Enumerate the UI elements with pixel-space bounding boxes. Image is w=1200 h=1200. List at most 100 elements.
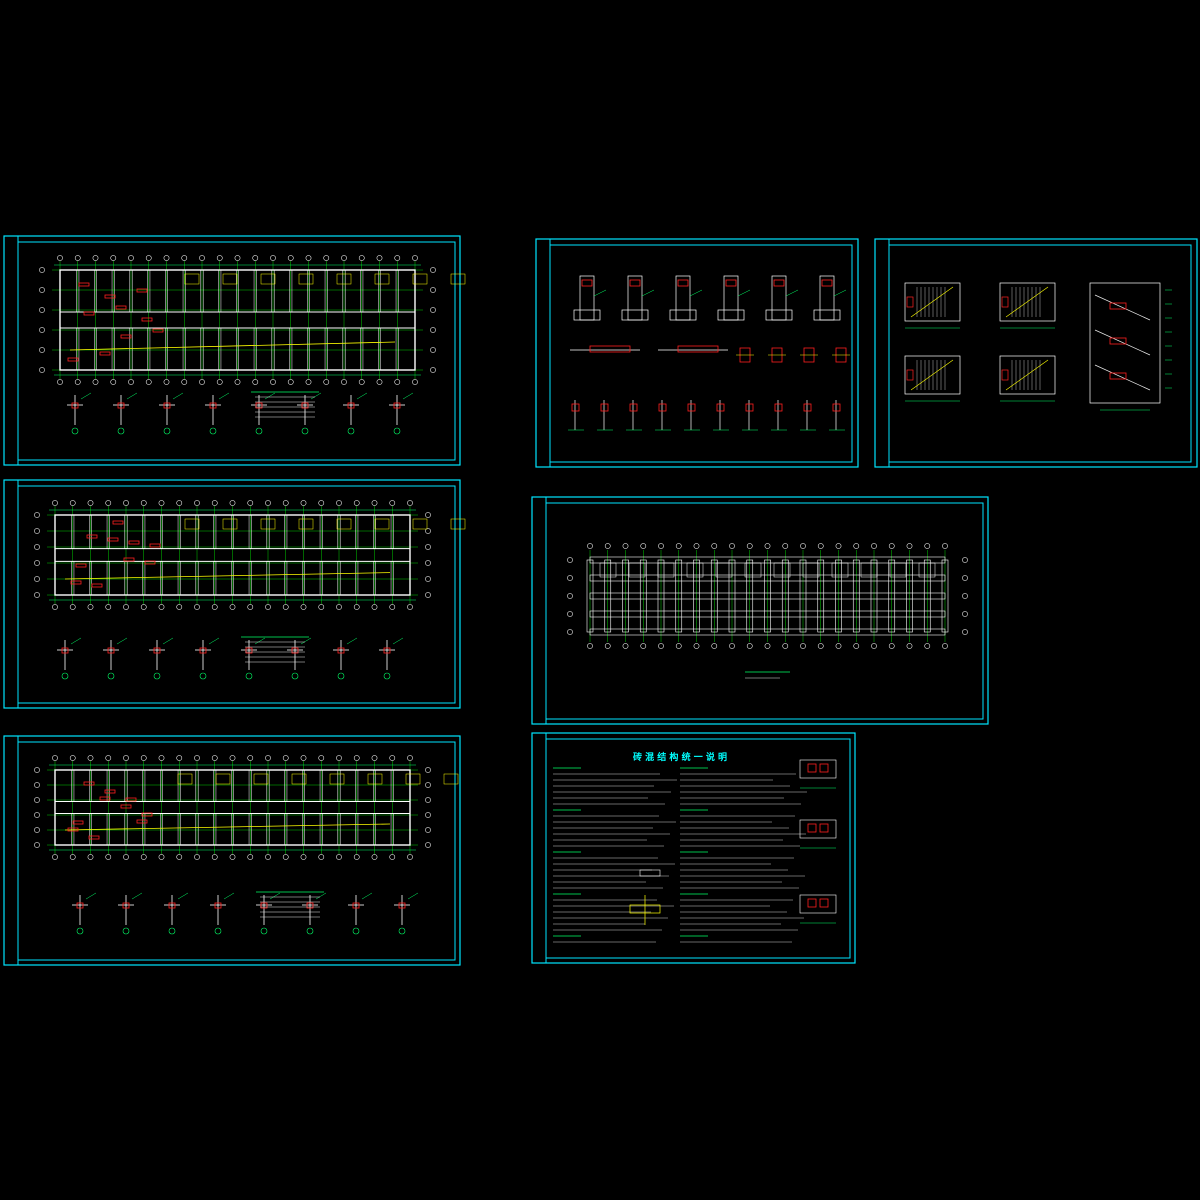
- detail-callout: [168, 927, 176, 935]
- detail-rebar: [245, 647, 253, 654]
- sheet-floor-plan-3[interactable]: [3, 735, 461, 966]
- detail-leader: [131, 892, 143, 900]
- axis-bubble-bottom: [835, 643, 842, 649]
- notes-body: [553, 759, 837, 943]
- axis-bubble-left: [39, 347, 45, 353]
- detail-callout: [291, 672, 299, 680]
- sheet-section-details[interactable]: [535, 238, 859, 468]
- stair-flight: [1094, 364, 1151, 391]
- axis-bubble-left: [567, 557, 573, 563]
- detail-leader: [356, 392, 368, 400]
- notes-detail: [799, 759, 837, 779]
- opening-mark: [336, 518, 352, 530]
- opening-mark: [253, 773, 269, 785]
- footing-step: [657, 562, 675, 578]
- footing-step: [831, 562, 849, 578]
- axis-bubble-right: [425, 544, 431, 550]
- axis-bubble-bottom: [341, 379, 347, 385]
- detail-rebar: [745, 403, 754, 412]
- sheet-stair-details[interactable]: [874, 238, 1198, 468]
- strip-footing: [589, 592, 946, 600]
- title-strip: [531, 496, 547, 725]
- notes-sketch: [639, 869, 661, 877]
- axis-bubble-bottom: [87, 854, 94, 860]
- detail-leader: [85, 892, 97, 900]
- axis-bubble-top: [318, 755, 325, 761]
- detail-leader: [172, 392, 184, 400]
- axis-bubble-right: [425, 842, 431, 848]
- axis-bubble-top: [247, 755, 254, 761]
- strip-footing: [693, 559, 700, 633]
- axis-bubble-top: [287, 255, 294, 261]
- axis-bubble-left: [34, 544, 40, 550]
- axis-bubble-top: [69, 500, 76, 506]
- detail-rebar: [163, 402, 171, 409]
- axis-bubble-bottom: [176, 604, 183, 610]
- axis-bubble-bottom: [69, 854, 76, 860]
- axis-bubble-top: [140, 500, 147, 506]
- stair-rebar: [1109, 372, 1127, 380]
- axis-bubble-bottom: [199, 379, 205, 385]
- axis-bubble-bottom: [110, 379, 117, 385]
- axis-bubble-right: [425, 576, 431, 582]
- axis-bubble-top: [389, 500, 396, 506]
- axis-bubble-right: [425, 812, 431, 818]
- axis-bubble-right: [425, 767, 431, 773]
- axis-bubble-top: [92, 255, 99, 261]
- axis-bubble-left: [567, 629, 573, 635]
- detail-rebar: [352, 902, 360, 909]
- axis-bubble-bottom: [323, 379, 330, 385]
- detail-rebar: [832, 403, 841, 412]
- axis-bubble-top: [282, 755, 289, 761]
- axis-bubble-bottom: [376, 379, 383, 385]
- stair-rebar: [906, 296, 914, 308]
- strip-footing: [835, 559, 842, 633]
- axis-bubble-bottom: [318, 604, 325, 610]
- notes-detail: [799, 894, 837, 914]
- rebar-mark: [112, 520, 124, 525]
- axis-bubble-right: [425, 797, 431, 803]
- rebar-mark: [67, 357, 79, 362]
- axis-bubble-bottom: [105, 604, 112, 610]
- sheet-floor-plan-2[interactable]: [3, 479, 466, 709]
- axis-bubble-top: [300, 500, 307, 506]
- axis-bubble-left: [567, 611, 573, 617]
- detail-rebar: [61, 647, 69, 654]
- leader: [785, 289, 799, 297]
- rebar-mark: [83, 781, 95, 786]
- axis-bubble-top: [176, 500, 183, 506]
- axis-bubble-right: [425, 560, 431, 566]
- stair-section-outline: [1089, 282, 1161, 404]
- sheet-floor-plan-1[interactable]: [3, 235, 466, 466]
- rebar-mark: [70, 580, 82, 585]
- axis-bubble-bottom: [105, 854, 112, 860]
- axis-bubble-right: [430, 307, 436, 313]
- axis-bubble-top: [194, 755, 200, 761]
- detail-callout: [71, 427, 79, 435]
- sheet-foundation-plan[interactable]: [531, 496, 989, 725]
- detail-callout: [245, 672, 253, 680]
- section-rebar: [581, 279, 593, 287]
- axis-bubble-top: [640, 543, 647, 549]
- axis-bubble-left: [34, 842, 40, 848]
- detail-callout: [214, 927, 222, 935]
- axis-bubble-right: [425, 827, 431, 833]
- axis-bubble-bottom: [764, 643, 771, 649]
- axis-bubble-top: [265, 500, 271, 506]
- sheet-general-notes[interactable]: 砖 混 结 构 统 一 说 明: [531, 732, 856, 964]
- axis-bubble-bottom: [145, 379, 152, 385]
- detail-callout: [398, 927, 406, 935]
- axis-bubble-bottom: [318, 854, 325, 860]
- axis-bubble-top: [407, 755, 413, 761]
- axis-bubble-bottom: [782, 643, 789, 649]
- axis-bubble-top: [123, 500, 129, 506]
- axis-bubble-left: [567, 575, 573, 581]
- footing-step: [918, 562, 936, 578]
- detail-rebar: [398, 902, 406, 909]
- axis-bubble-top: [158, 500, 165, 506]
- axis-bubble-right: [430, 327, 436, 333]
- rebar-mark: [128, 540, 140, 545]
- detail-callout: [352, 927, 360, 935]
- axis-bubble-right: [430, 367, 436, 373]
- axis-bubble-top: [52, 755, 58, 761]
